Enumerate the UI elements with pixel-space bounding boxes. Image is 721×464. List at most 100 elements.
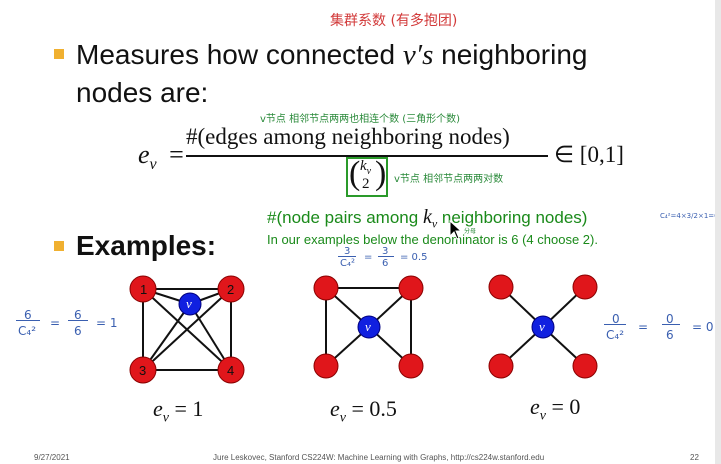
g1-node-4 <box>217 356 245 384</box>
g2-result-sub: v <box>339 410 346 426</box>
g1-label-2: 2 <box>227 282 234 297</box>
g1-node-3 <box>129 356 157 384</box>
binomial-box <box>346 157 388 197</box>
graph3-result: ev = 0 <box>530 394 580 424</box>
example-graphs: 1 2 3 4 v v v <box>129 274 598 384</box>
g1-node-center <box>178 292 202 316</box>
formula-lhs-sub: v <box>149 156 157 174</box>
binomial-top-sub: v <box>366 166 372 177</box>
footer-page: 22 <box>690 453 699 462</box>
g1-eq: = <box>50 316 61 330</box>
g3-eq2: = 0 <box>692 320 714 334</box>
binomial-top-k: k <box>360 158 367 174</box>
g2-result-e: e <box>330 396 340 421</box>
graph3-annotation: 0 C₄² = 0 6 = 0 <box>604 312 719 352</box>
g1-num: 6 <box>24 308 32 322</box>
g2-node <box>313 275 339 301</box>
binomial-left-paren: ( <box>349 155 361 192</box>
graph2-result: ev = 0.5 <box>330 396 397 426</box>
formula-numerator: #(edges among neighboring nodes) <box>186 124 510 149</box>
g2-result-value: = 0.5 <box>351 396 397 421</box>
g2-eq: = <box>364 252 373 263</box>
g1-result-sub: v <box>162 410 169 426</box>
g2-node <box>398 353 424 379</box>
small-handwritten-note: 分母 <box>464 228 477 235</box>
bullet2-text: Examples: <box>76 230 217 261</box>
footer-date: 9/27/2021 <box>34 453 70 462</box>
g3-bar2 <box>662 324 680 325</box>
g3-bar <box>604 324 626 325</box>
g1-edge <box>142 288 232 371</box>
g2-node-center <box>357 315 381 339</box>
numerator-handwritten-note: v节点 相邻节点两两也相连个数 (三角形个数) <box>260 114 461 125</box>
g1-label-3: 3 <box>139 363 146 378</box>
g2-num: 3 <box>344 246 351 257</box>
g3-node <box>572 274 598 300</box>
g2-bar <box>338 256 356 257</box>
g1-label-v: v <box>186 296 192 311</box>
right-edge-strip <box>715 0 721 464</box>
bullet1-line2: nodes are: <box>76 77 209 108</box>
green-var-sub: v <box>431 216 438 231</box>
g3-node <box>488 353 514 379</box>
binomial-bottom: 2 <box>362 176 370 192</box>
g2-node <box>313 353 339 379</box>
bullet2-marker <box>54 241 64 251</box>
g1-node-1 <box>129 275 157 303</box>
formula-lhs-e: e <box>138 140 150 169</box>
g3-node <box>572 353 598 379</box>
g3-result-e: e <box>530 394 540 419</box>
bullet1-text-b: neighboring <box>433 39 588 70</box>
graph2-annotation: 3 C₄² = 3 6 = 0.5 <box>338 246 448 276</box>
graph1-result: ev = 1 <box>153 396 203 426</box>
g3-den2: 6 <box>666 328 674 342</box>
bullet1-text-a: Measures how connected <box>76 39 403 70</box>
top-handwritten-note: 集群系数 (有多抱团) <box>330 13 458 29</box>
green-line1-a: #(node pairs among <box>267 208 423 227</box>
g3-node <box>488 274 514 300</box>
g1-result-e: e <box>153 396 163 421</box>
formula-lhs: ev = <box>138 140 184 174</box>
g3-num2: 0 <box>666 312 674 326</box>
g1-den2: 6 <box>74 324 82 338</box>
g2-den: C₄² <box>340 258 355 269</box>
g2-eq2: = 0.5 <box>400 252 428 263</box>
g1-num2: 6 <box>74 308 82 322</box>
footer-credit: Jure Leskovec, Stanford CS224W: Machine … <box>213 453 545 462</box>
g2-num2: 3 <box>382 246 389 257</box>
formula-range: ∈ [0,1] <box>554 142 624 167</box>
g3-den: C₄² <box>606 328 624 342</box>
g1-edge <box>142 303 191 371</box>
formula-equals: = <box>169 140 184 169</box>
green-explanation-line2: In our examples below the denominator is… <box>267 232 598 247</box>
g2-label-v: v <box>365 319 371 334</box>
mouse-cursor-icon <box>449 220 463 240</box>
formula-fraction-bar <box>186 155 548 157</box>
g3-label-v: v <box>539 319 545 334</box>
green-line1-b: neighboring nodes) <box>437 208 588 227</box>
binomial-handwritten-note: v节点 相邻节点两两对数 <box>394 174 504 185</box>
g3-node-center <box>531 315 555 339</box>
g3-result-sub: v <box>539 408 546 424</box>
green-var: k <box>422 206 432 228</box>
g3-eq: = <box>638 320 649 334</box>
g1-eq2: = 1 <box>96 316 118 330</box>
g1-result-value: = 1 <box>174 396 204 421</box>
bullet-marker <box>54 49 64 59</box>
g1-label-1: 1 <box>140 282 147 297</box>
bullet1-variable: v′s <box>402 39 434 71</box>
c42-handwritten-note: C₄²=4×3/2×1=6 <box>660 212 719 220</box>
g3-num: 0 <box>612 312 620 326</box>
binomial-right-paren: ) <box>375 155 387 192</box>
g2-bar2 <box>378 256 394 257</box>
g3-result-value: = 0 <box>551 394 581 419</box>
g2-node <box>398 275 424 301</box>
g1-bar <box>16 320 40 321</box>
green-explanation-line1: #(node pairs among kv neighboring nodes) <box>267 206 587 231</box>
binomial-top: kv <box>360 158 371 177</box>
g1-den: C₄² <box>18 324 36 338</box>
bullet1-line1: Measures how connected v′s neighboring <box>76 38 588 72</box>
g1-node-2 <box>217 275 245 303</box>
g1-bar2 <box>68 320 88 321</box>
g2-den2: 6 <box>382 258 389 269</box>
